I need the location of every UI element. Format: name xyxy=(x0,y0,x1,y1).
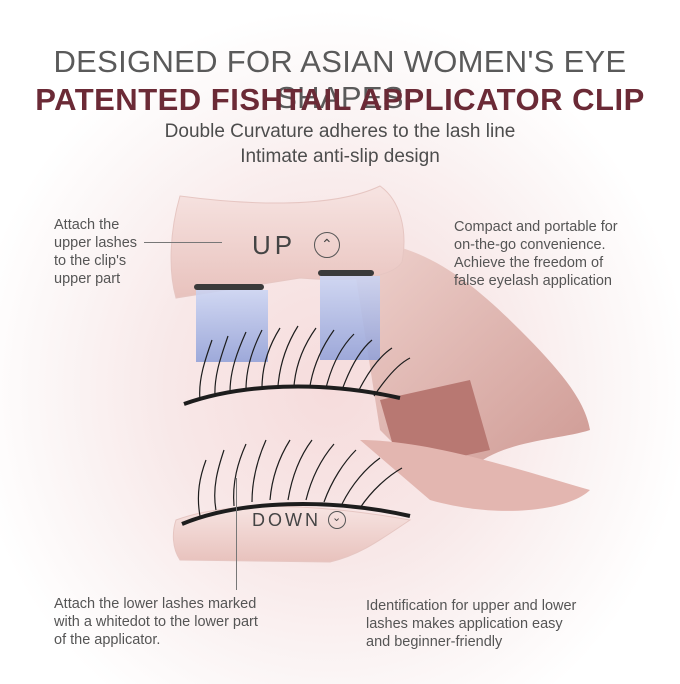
upper-lash-fibers xyxy=(199,325,411,401)
clip-down-label: DOWN xyxy=(252,510,321,530)
lower-lash-fibers xyxy=(197,439,403,517)
headline-line-2: PATENTED FISHTAIL APPLICATOR CLIP xyxy=(35,82,645,117)
clip-lower-arm xyxy=(360,440,590,511)
note-upper-lashes: Attach the upper lashes to the clip's up… xyxy=(54,217,138,287)
upper-lash-band xyxy=(183,384,401,406)
subheadline-line-1: Double Curvature adheres to the lash lin… xyxy=(164,121,516,142)
note-lower-lashes: Attach the lower lashes marked with a wh… xyxy=(54,596,258,648)
note-portable: Compact and portable for on-the-go conve… xyxy=(454,219,618,289)
chevron-down-circle-icon: ⌄ xyxy=(328,511,346,529)
subheadline-line-2: Intimate anti-slip design xyxy=(240,146,440,167)
chevron-up-circle-icon: ⌃ xyxy=(314,232,340,258)
callout-line-upper xyxy=(144,242,222,243)
headline-line-1: DESIGNED FOR ASIAN WOMEN'S EYE SHAPES xyxy=(53,44,627,115)
upper-lash-strip-right xyxy=(320,276,380,360)
upper-lash-strip-left xyxy=(196,290,268,362)
lower-lash-band xyxy=(181,502,411,526)
clip-up-label: UP xyxy=(252,230,297,260)
note-identification: Identification for upper and lower lashe… xyxy=(366,598,577,650)
callout-line-lower xyxy=(236,478,237,590)
